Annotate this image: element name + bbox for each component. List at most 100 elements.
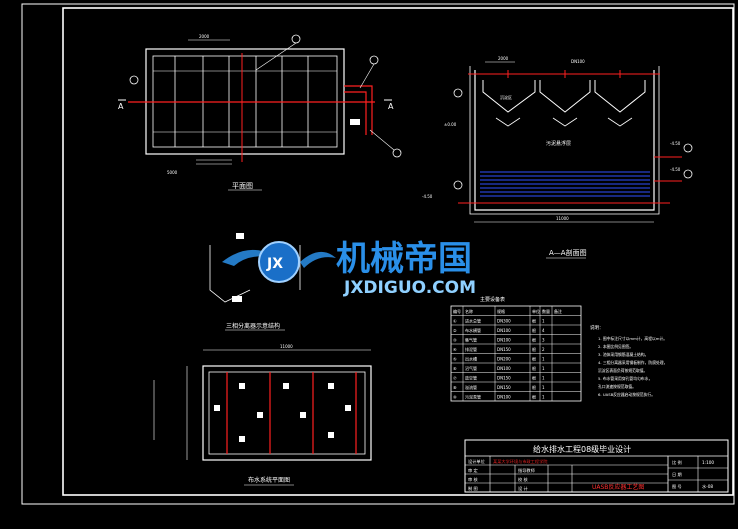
legend-cell: 根: [532, 384, 536, 390]
section-view: 2000 DN100 沉淀区 污泥悬浮层 ±0.00 -4.50 -4.50 -…: [422, 56, 693, 259]
tb-row4-a: 制 图: [468, 485, 478, 492]
title-block: 给水排水工程08级毕业设计 UASB反应器工艺图 设计单位 某某大学环境与市政工…: [464, 439, 729, 493]
legend-cell: 根: [532, 318, 536, 324]
legend-cell: DN100: [497, 366, 511, 371]
legend-cell: 3: [542, 338, 545, 343]
section-dim-bottom: 11000: [556, 216, 569, 221]
legend-cell: 1: [542, 395, 545, 400]
section-mark-left: A: [118, 102, 124, 111]
legend-cell: 污泥泵管: [465, 394, 481, 400]
legend-cell: 根: [532, 375, 536, 381]
legend-header-cell: 数量: [542, 308, 550, 314]
tb-right-1: 1:100: [702, 460, 714, 465]
legend-cell: ⑧: [453, 385, 457, 390]
level-bottom: -4.50: [422, 194, 433, 199]
sludge-layer-label: 污泥悬浮层: [546, 140, 571, 147]
plan-dim-bottom: 5000: [167, 170, 178, 175]
legend-cell: 出水槽: [465, 356, 477, 362]
tb-right-4: 图 号: [672, 484, 682, 490]
legend-cell: ③: [453, 338, 457, 343]
legend-cell: 根: [532, 346, 536, 352]
legend-cell: DN100: [497, 395, 511, 400]
level-right-2: -4.50: [670, 167, 681, 172]
legend-cell: DN100: [497, 328, 511, 333]
outer-frame: [21, 3, 735, 505]
legend-cell: 根: [532, 337, 536, 343]
note-line: 6. UASB反应器启动按规范执行。: [598, 392, 655, 397]
watermark-cn: 机械帝国: [336, 239, 472, 279]
level-right-1: -4.50: [670, 141, 681, 146]
legend-header-cell: 编号: [453, 308, 461, 314]
legend-header-cell: 单位: [532, 308, 540, 314]
legend-cell: 放空管: [465, 375, 477, 381]
inner-frame: [62, 7, 734, 496]
legend-cell: 1: [542, 385, 545, 390]
legend-header-cell: 备注: [554, 308, 562, 314]
legend-cell: 排泥管: [465, 346, 477, 352]
legend-cell: 进水总管: [465, 318, 481, 324]
tb-right-5: 水-08: [702, 483, 713, 489]
section-pipe-label: DN100: [571, 59, 585, 64]
legend-header-cell: 规格: [497, 308, 505, 314]
legend-cell: 集气管: [465, 337, 477, 343]
note-line: 3. 池体采用钢筋混凝土结构。: [598, 352, 648, 357]
watermark-en: JXDIGUO.COM: [343, 278, 476, 298]
level-top: ±0.00: [444, 122, 457, 127]
tb-row4-c: 设 计: [518, 485, 528, 492]
notes-header: 说明：: [590, 324, 604, 331]
legend-cell: DN300: [497, 319, 511, 324]
tb-row1-a: 设计单位: [468, 458, 485, 465]
legend-cell: ⑦: [453, 376, 457, 381]
legend-cell: 根: [532, 394, 536, 400]
legend-cell: ④: [453, 347, 457, 352]
notes-block: 说明： 1. 图中标注尺寸以mm计，高程以m计。 2. 本图比例见图签。 3. 池体…: [590, 324, 667, 397]
plan-view: 2000 A A 平面图 5000: [118, 34, 402, 191]
water-dist-view: 11000 布水系统平面图: [153, 344, 372, 486]
legend-cell: ⑥: [453, 366, 457, 371]
note-line: 5. 布水管采用穿孔管均匀布水，: [598, 376, 652, 381]
legend-cell: 溢流管: [465, 384, 477, 390]
watermark-badge: JX: [266, 256, 283, 272]
legend-cell: 根: [532, 327, 536, 333]
plan-title: 平面图: [232, 182, 253, 190]
legend-table: 主要设备表 编号名称 规格 单位数量备注 ① 进水总管 DN300 根 1 ② 布水横管 DN100…: [450, 296, 582, 402]
legend-cell: 根: [532, 356, 536, 362]
legend-title: 主要设备表: [480, 296, 505, 303]
three-phase-title: 三相分离器示意结构: [226, 322, 280, 330]
legend-cell: 沼气管: [465, 365, 477, 371]
legend-header-cell: 名称: [465, 308, 473, 314]
tb-row3-c: 校 核: [518, 476, 529, 483]
tb-right-2: 日 期: [672, 472, 682, 478]
tb-row2-c: 指导教师: [518, 467, 535, 474]
watermark: JX 机械帝国 JXDIGUO.COM: [222, 239, 476, 298]
legend-cell: DN150: [497, 385, 511, 390]
tb-row3-a: 审 核: [468, 476, 479, 483]
note-line: 孔口流速按规范取值。: [598, 384, 636, 389]
note-line: 2. 本图比例见图签。: [598, 344, 633, 349]
tb-row1-b: 某某大学环境与市政工程学院: [493, 458, 548, 465]
gear-icon: [258, 241, 300, 283]
legend-cell: DN100: [497, 338, 511, 343]
legend-cell: 1: [542, 357, 545, 362]
note-line: 1. 图中标注尺寸以mm计，高程以m计。: [598, 336, 667, 341]
section-title: A—A剖面图: [549, 248, 587, 257]
gas-chamber-label: 沉淀区: [500, 94, 512, 100]
section-dim-top: 2000: [498, 56, 509, 61]
legend-cell: 1: [542, 319, 545, 324]
legend-cell: 2: [542, 347, 545, 352]
legend-cell: DN200: [497, 357, 511, 362]
section-mark-right: A: [388, 102, 394, 111]
legend-cell: 布水横管: [465, 327, 481, 333]
legend-cell: ⑤: [453, 357, 457, 362]
note-line: 沉淀区表面负荷按规范取值。: [598, 368, 647, 373]
legend-cell: ①: [453, 319, 457, 324]
tb-right-0: 比 例: [672, 459, 682, 466]
legend-cell: ②: [453, 328, 457, 333]
legend-cell: DN150: [497, 376, 511, 381]
plan-dim-top: 2000: [199, 34, 210, 39]
title-subtitle: UASB反应器工艺图: [592, 483, 644, 491]
legend-cell: 4: [542, 328, 545, 333]
water-dist-title: 布水系统平面图: [248, 476, 290, 484]
